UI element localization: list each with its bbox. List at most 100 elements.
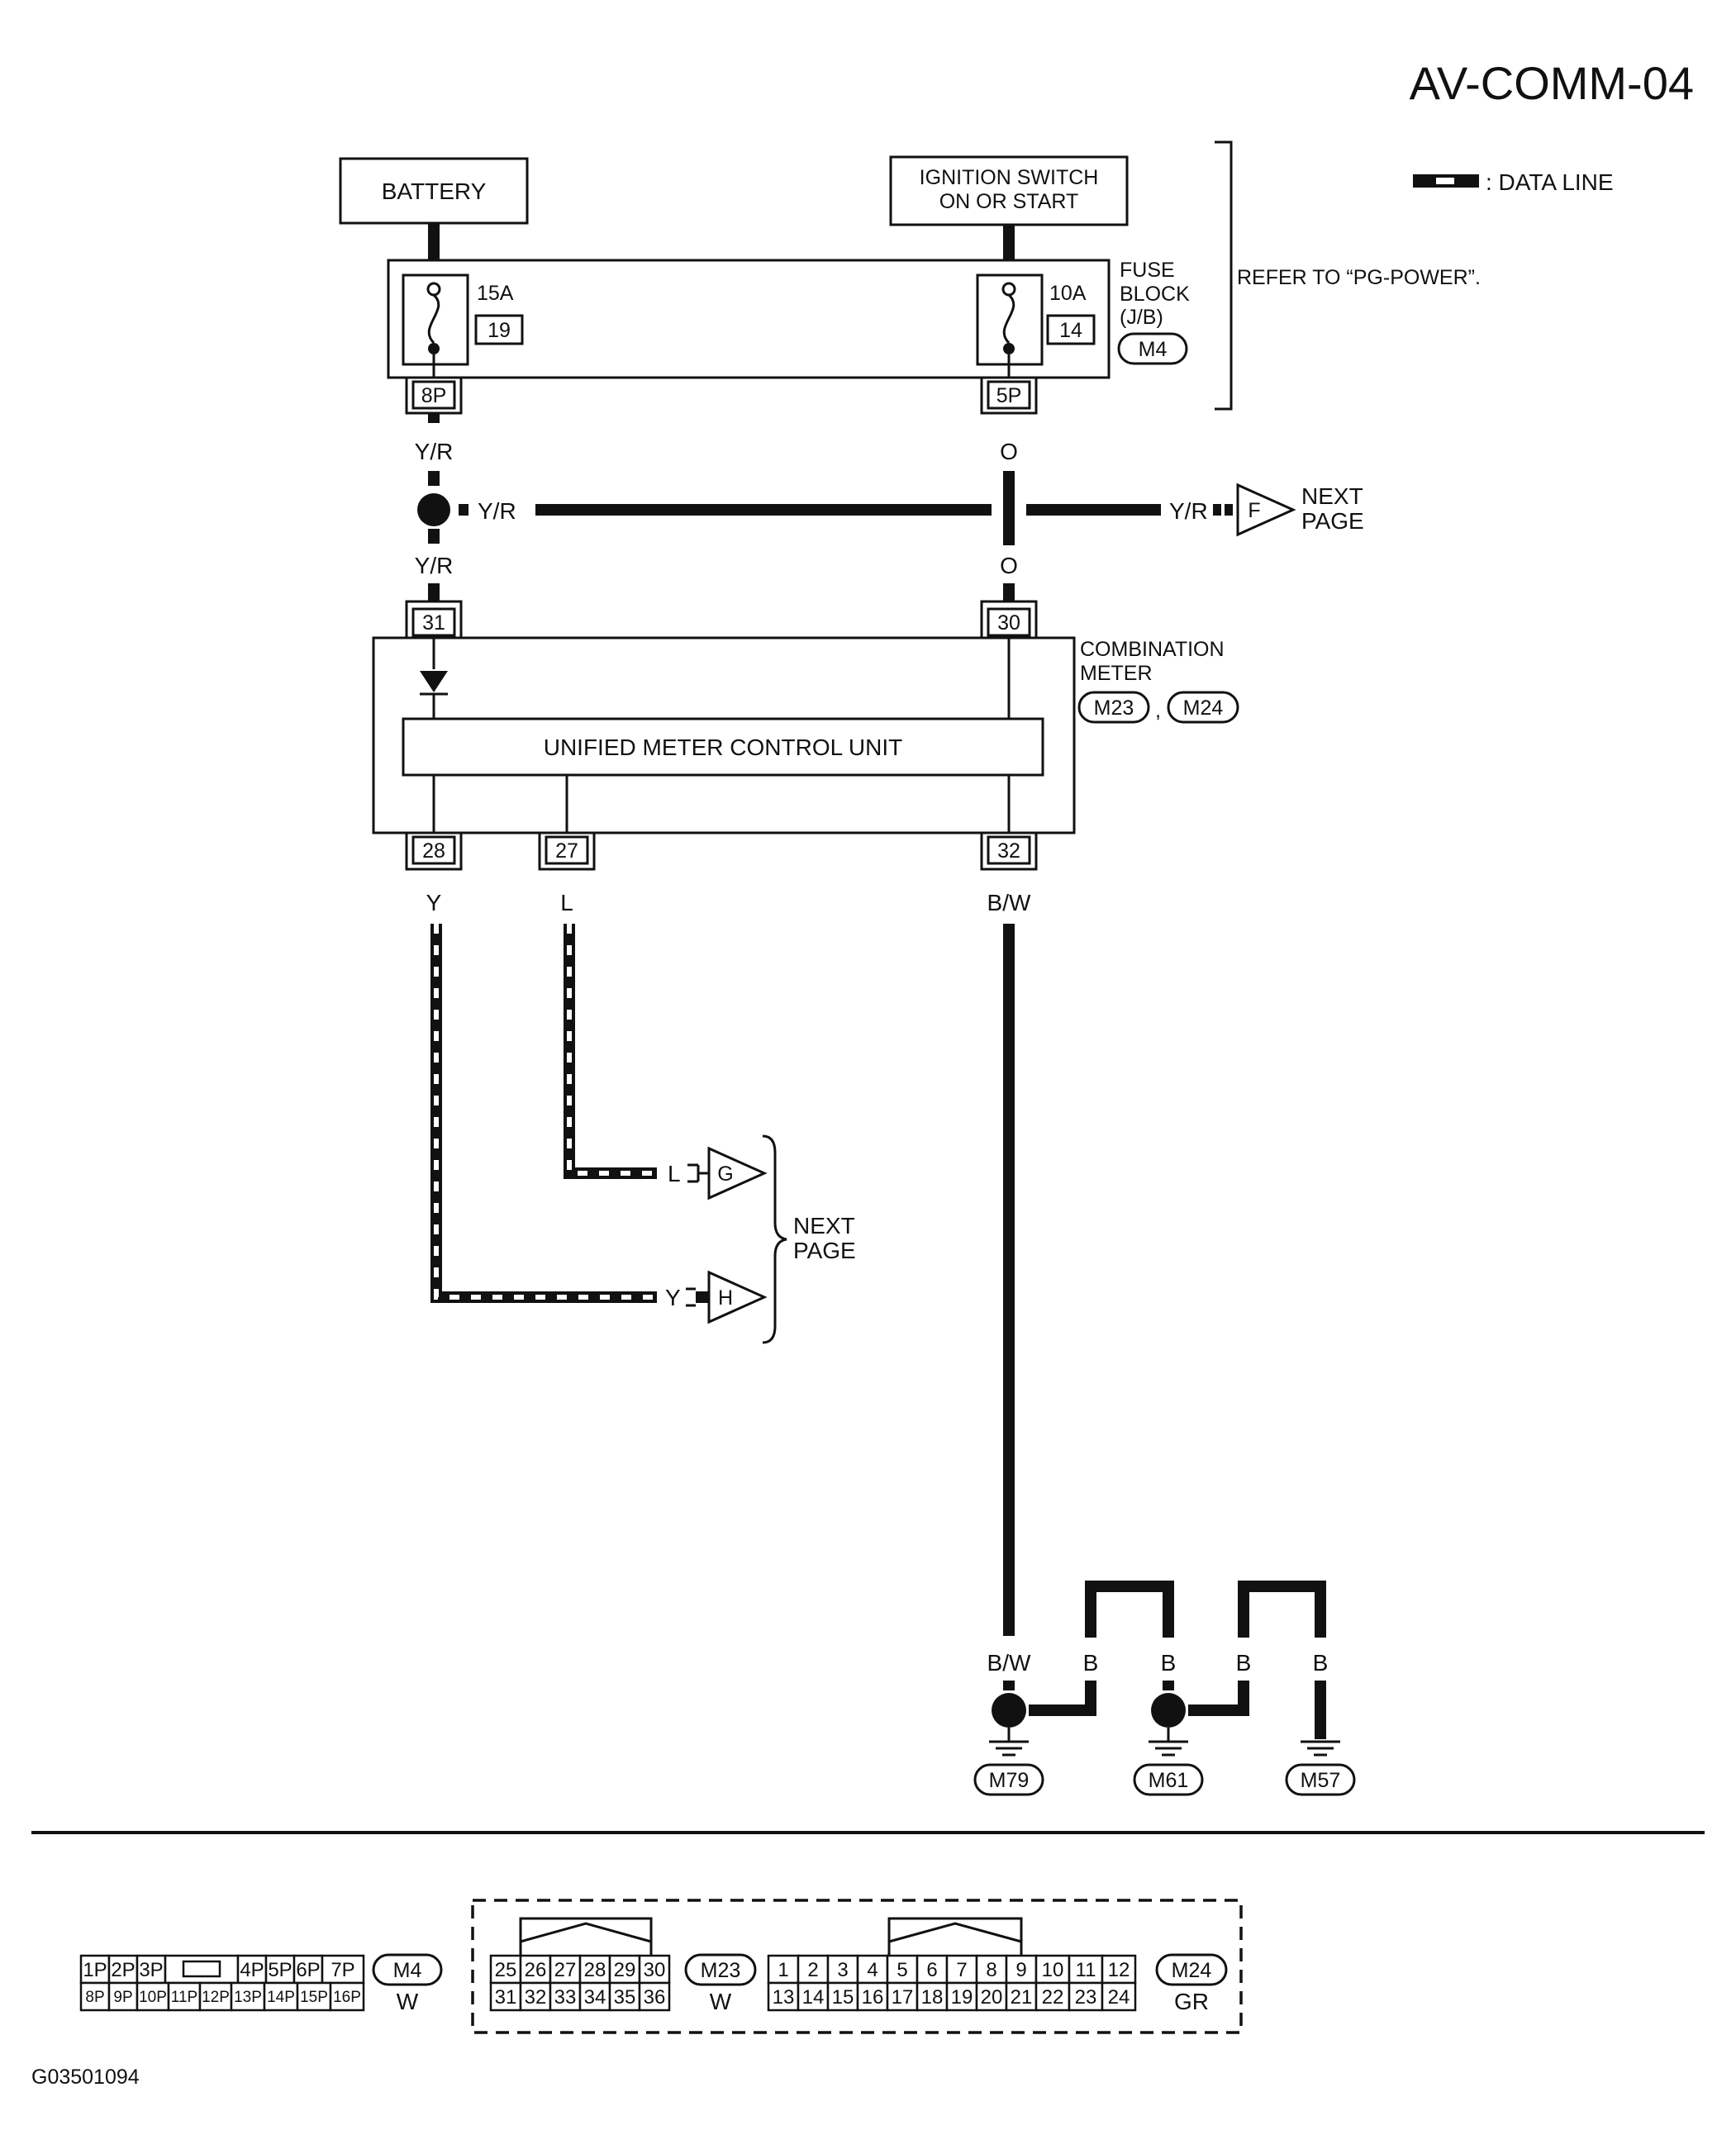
connector-m24-pill: [1155, 1953, 1228, 1986]
refer-bracket: [1215, 140, 1233, 411]
svg-text:13P: 13P: [234, 1989, 262, 2006]
svg-text:26: 26: [525, 1959, 547, 1981]
svg-text:4: 4: [867, 1959, 878, 1981]
wire-y-label: Y: [426, 890, 442, 915]
next-page-gh-line2: PAGE: [793, 1238, 856, 1263]
next-page-flag-h: [707, 1270, 768, 1324]
svg-text:35: 35: [614, 1986, 636, 2009]
svg-text:7: 7: [956, 1959, 967, 1981]
wire-y-data-line: [430, 924, 657, 1303]
terminal-28-label: 28: [422, 839, 445, 863]
fuse-block-box: [387, 259, 1111, 379]
svg-text:24: 24: [1108, 1986, 1130, 2009]
battery-label: BATTERY: [382, 178, 487, 204]
diode-symbol: [420, 638, 448, 719]
ground-m79-pill: [973, 1763, 1044, 1796]
connector-m4-bottom-row: 8P 9P 10P 11P 12P 13P 14P 15P 16P: [79, 1981, 365, 2012]
connector-m24-top-row: 1 2 3 4 5 6 7 8 9 10 11 12: [767, 1954, 1137, 1985]
svg-text:23: 23: [1075, 1986, 1097, 2009]
terminal-5p: [980, 378, 1038, 415]
combination-meter-connector-a: M23: [1094, 697, 1134, 720]
splice-yr: [417, 493, 450, 526]
connector-m24-id: M24: [1172, 1959, 1212, 1982]
ground-m61-pill: [1133, 1763, 1204, 1796]
connector-m4-id: M4: [393, 1959, 422, 1982]
svg-text:32: 32: [525, 1986, 547, 2009]
wire-o-label-top: O: [1000, 439, 1018, 464]
svg-text:6P: 6P: [296, 1959, 320, 1981]
terminal-32-label: 32: [997, 839, 1020, 863]
unified-meter-control-unit-box: [402, 717, 1044, 777]
connector-m4-color: W: [397, 1989, 419, 2014]
svg-text:34: 34: [584, 1986, 606, 2009]
ground-m61: M61: [1149, 1769, 1189, 1792]
ground-symbol-m79: [989, 1728, 1029, 1757]
next-page-flag-g-label: G: [717, 1162, 733, 1186]
combination-meter-label-2: METER: [1080, 662, 1153, 685]
next-page-f-line2: PAGE: [1301, 508, 1364, 534]
wire-b-label-1: B: [1083, 1650, 1099, 1676]
svg-text:8P: 8P: [85, 1989, 104, 2006]
svg-text:19: 19: [951, 1986, 973, 2009]
terminal-28: [405, 833, 463, 871]
ground-symbol-m57: [1301, 1740, 1340, 1757]
wire-l-data-line: [564, 924, 657, 1179]
connector-m24-bottom-row: 13 14 15 16 17 18 19 20 21 22 23 24: [767, 1981, 1137, 2012]
wire-yr-label-mid: Y/R: [415, 553, 454, 578]
combination-meter-connector-b-pill: [1167, 691, 1239, 724]
connector-face-m4: 1P 2P 3P 4P 5P 6P 7P 8P 9P 10P 11P: [79, 1954, 365, 2012]
combination-meter-label-1: COMBINATION: [1080, 638, 1225, 661]
ground-m79: M79: [989, 1769, 1030, 1792]
svg-text:15P: 15P: [300, 1989, 328, 2006]
svg-text:3P: 3P: [139, 1959, 163, 1981]
svg-text:33: 33: [554, 1986, 577, 2009]
combination-meter-separator: ,: [1155, 699, 1161, 722]
fuse-19-number: 19: [488, 319, 511, 342]
connector-m4-pill: [372, 1953, 443, 1986]
page-code: AV-COMM-04: [1410, 57, 1694, 109]
wire-yr-label-top: Y/R: [415, 439, 454, 464]
svg-text:2: 2: [807, 1959, 818, 1981]
svg-text:1: 1: [778, 1959, 788, 1981]
wire-b-label-4: B: [1313, 1650, 1329, 1676]
connector-m23-id: M23: [701, 1959, 741, 1982]
connector-m23-color: W: [710, 1989, 732, 2014]
terminal-8p: [405, 378, 463, 415]
svg-text:3: 3: [837, 1959, 848, 1981]
wire-b-label-2: B: [1161, 1650, 1177, 1676]
wire-b-label-3: B: [1236, 1650, 1252, 1676]
combination-meter-connector-a-pill: [1077, 691, 1150, 724]
terminal-31-label: 31: [422, 611, 445, 635]
wire-l-label-end: L: [668, 1161, 681, 1186]
figure-code: G03501094: [31, 2066, 140, 2089]
ground-m57: M57: [1301, 1769, 1341, 1792]
svg-text:7P: 7P: [331, 1959, 354, 1981]
fuse-19-rating: 15A: [477, 282, 514, 305]
svg-text:14P: 14P: [267, 1989, 295, 2006]
connector-m23-bottom-row: 31 32 33 34 35 36: [489, 1981, 671, 2012]
fuse-block-label-2: BLOCK: [1120, 283, 1190, 306]
ignition-switch-label-2: ON OR START: [939, 190, 1079, 213]
wire-l-label: L: [560, 890, 573, 915]
fuse-14-number: 14: [1059, 319, 1082, 342]
next-page-f-line1: NEXT: [1301, 483, 1363, 509]
data-line-legend-label: : DATA LINE: [1486, 169, 1614, 195]
terminal-5p-label: 5P: [996, 384, 1022, 407]
next-page-gh-line1: NEXT: [793, 1213, 855, 1239]
next-page-flag-g: [707, 1146, 768, 1201]
fuse-14-number-box: [1046, 314, 1096, 345]
refer-note: REFER TO “PG-POWER”.: [1237, 266, 1481, 289]
next-page-flag-h-label: H: [718, 1286, 733, 1310]
unified-meter-control-unit-label: UNIFIED METER CONTROL UNIT: [544, 735, 903, 760]
wire-y-label-end: Y: [665, 1285, 681, 1310]
next-page-flag-f: [1236, 483, 1296, 537]
wire-yr-label-right: Y/R: [1169, 498, 1208, 524]
data-line-legend: : DATA LINE: [1413, 169, 1614, 195]
svg-text:27: 27: [554, 1959, 577, 1981]
connector-m24-color: GR: [1174, 1989, 1209, 2014]
terminal-27: [538, 833, 596, 871]
svg-text:16: 16: [862, 1986, 884, 2009]
wire-o-label-mid: O: [1000, 553, 1018, 578]
svg-text:20: 20: [981, 1986, 1003, 2009]
